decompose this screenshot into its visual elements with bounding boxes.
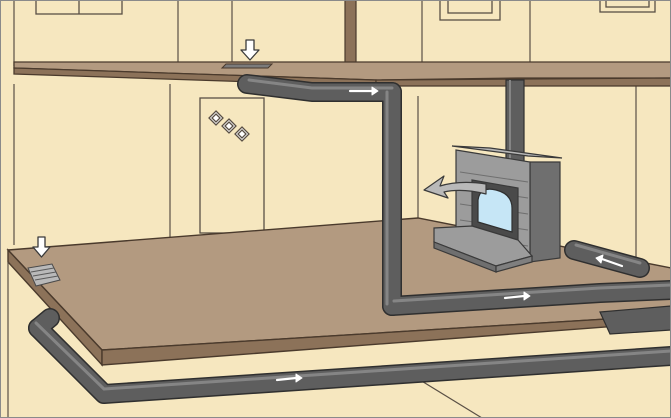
upper-floor-register bbox=[222, 64, 272, 68]
door bbox=[200, 98, 264, 233]
support-post bbox=[345, 0, 356, 64]
